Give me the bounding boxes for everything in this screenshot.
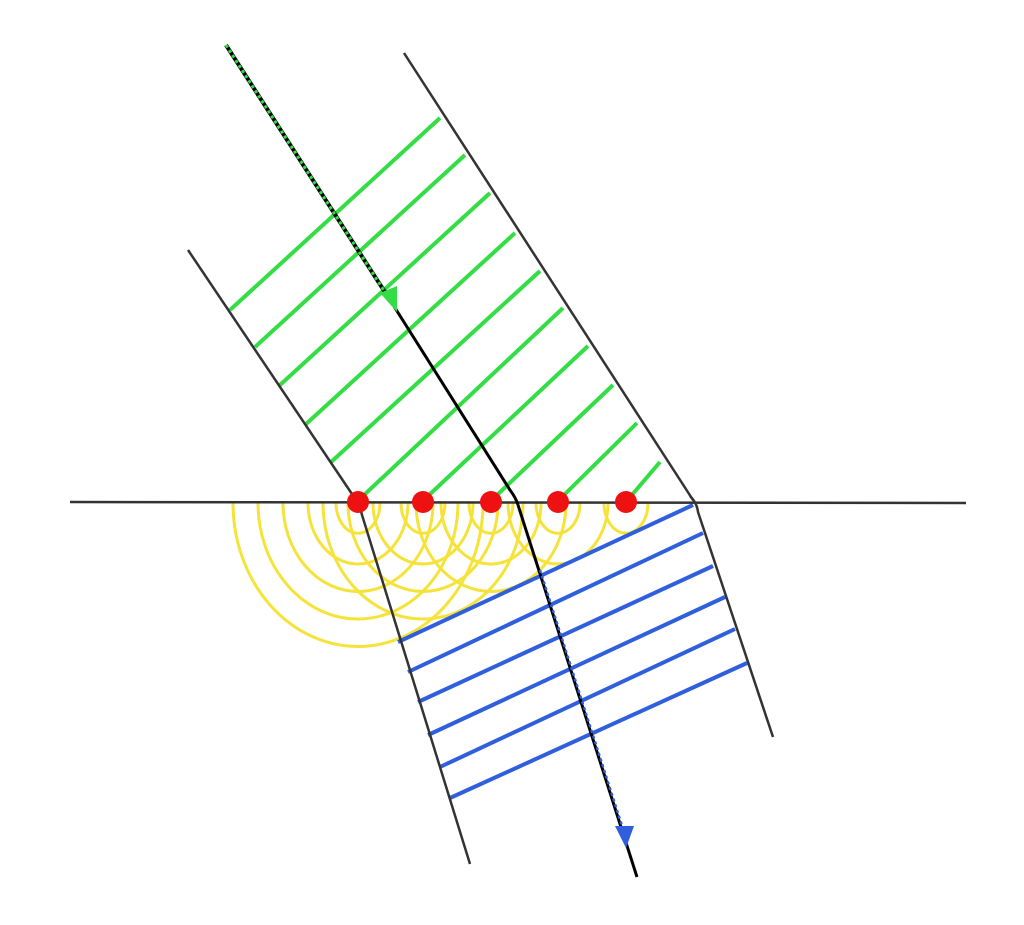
source-point [412,491,434,513]
wavelet-arc [414,502,568,593]
source-point [480,491,502,513]
source-point [615,491,637,513]
refracted-wavefronts [397,503,748,800]
incident-wavefront [494,383,615,498]
refracted-ray-dotted-overlay [538,569,626,833]
refracted-wavefront [417,564,714,704]
wavelet-arc [334,502,382,535]
incident-wavefront [426,344,590,498]
refracted-wavefront [439,627,736,769]
incident-beam-right-edge [402,52,695,501]
incident-wavefront [328,269,542,465]
wavelet-arc [321,502,525,621]
wavelet-arc [371,502,475,566]
arrowhead-down-icon [380,286,397,312]
wavelet-arc [306,502,410,566]
wavelet-arc [467,502,515,535]
source-points [347,491,637,513]
wavelet-arc [602,502,650,535]
refracted-wavefront [427,595,726,737]
incident-wavefronts [228,116,662,498]
source-point [347,491,369,513]
refracted-beam-right-edge [689,495,775,738]
arrowhead-down-icon [615,826,634,848]
wavelet-arc [346,502,500,593]
secondary-wavelets [231,502,650,648]
incident-wavefront [561,421,639,498]
source-point [547,491,569,513]
refracted-wavefront [397,503,694,644]
wavelet-arc [534,502,582,535]
incident-wavefront [629,460,662,498]
wavelet-arc [256,502,460,621]
refracted-wavefront [407,531,704,674]
refracted-wavefront [449,661,748,800]
incident-ray [388,299,520,506]
incident-ray-dotted-overlay [224,44,392,301]
incident-beam-left-edge [186,249,358,501]
incident-wavefront [361,306,565,498]
wavelet-arc [506,502,610,566]
wavelet-arc [439,502,543,566]
wavelet-arc [231,502,485,648]
